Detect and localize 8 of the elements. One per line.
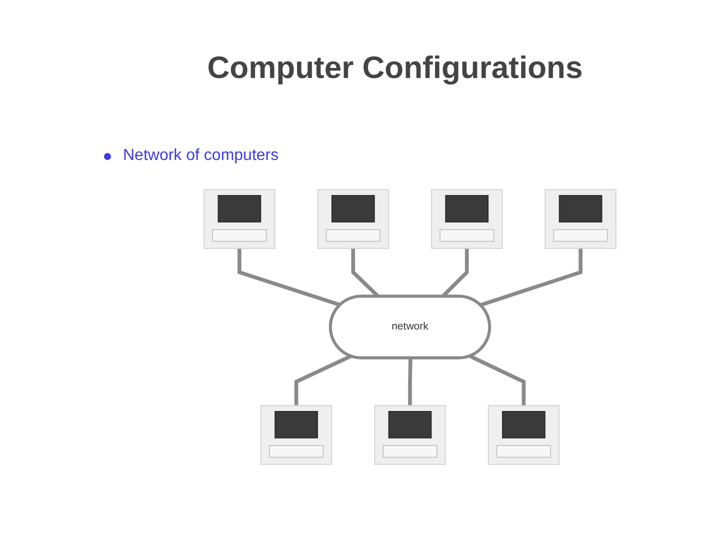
bullet-text: Network of computers bbox=[123, 147, 279, 165]
connector-line bbox=[480, 248, 582, 307]
connector-line bbox=[294, 354, 352, 406]
slide-title: Computer Configurations bbox=[207, 50, 583, 85]
connector-line bbox=[408, 358, 412, 406]
network-oval: network bbox=[328, 294, 492, 360]
connector-line bbox=[469, 354, 526, 406]
connector-line bbox=[238, 248, 342, 307]
